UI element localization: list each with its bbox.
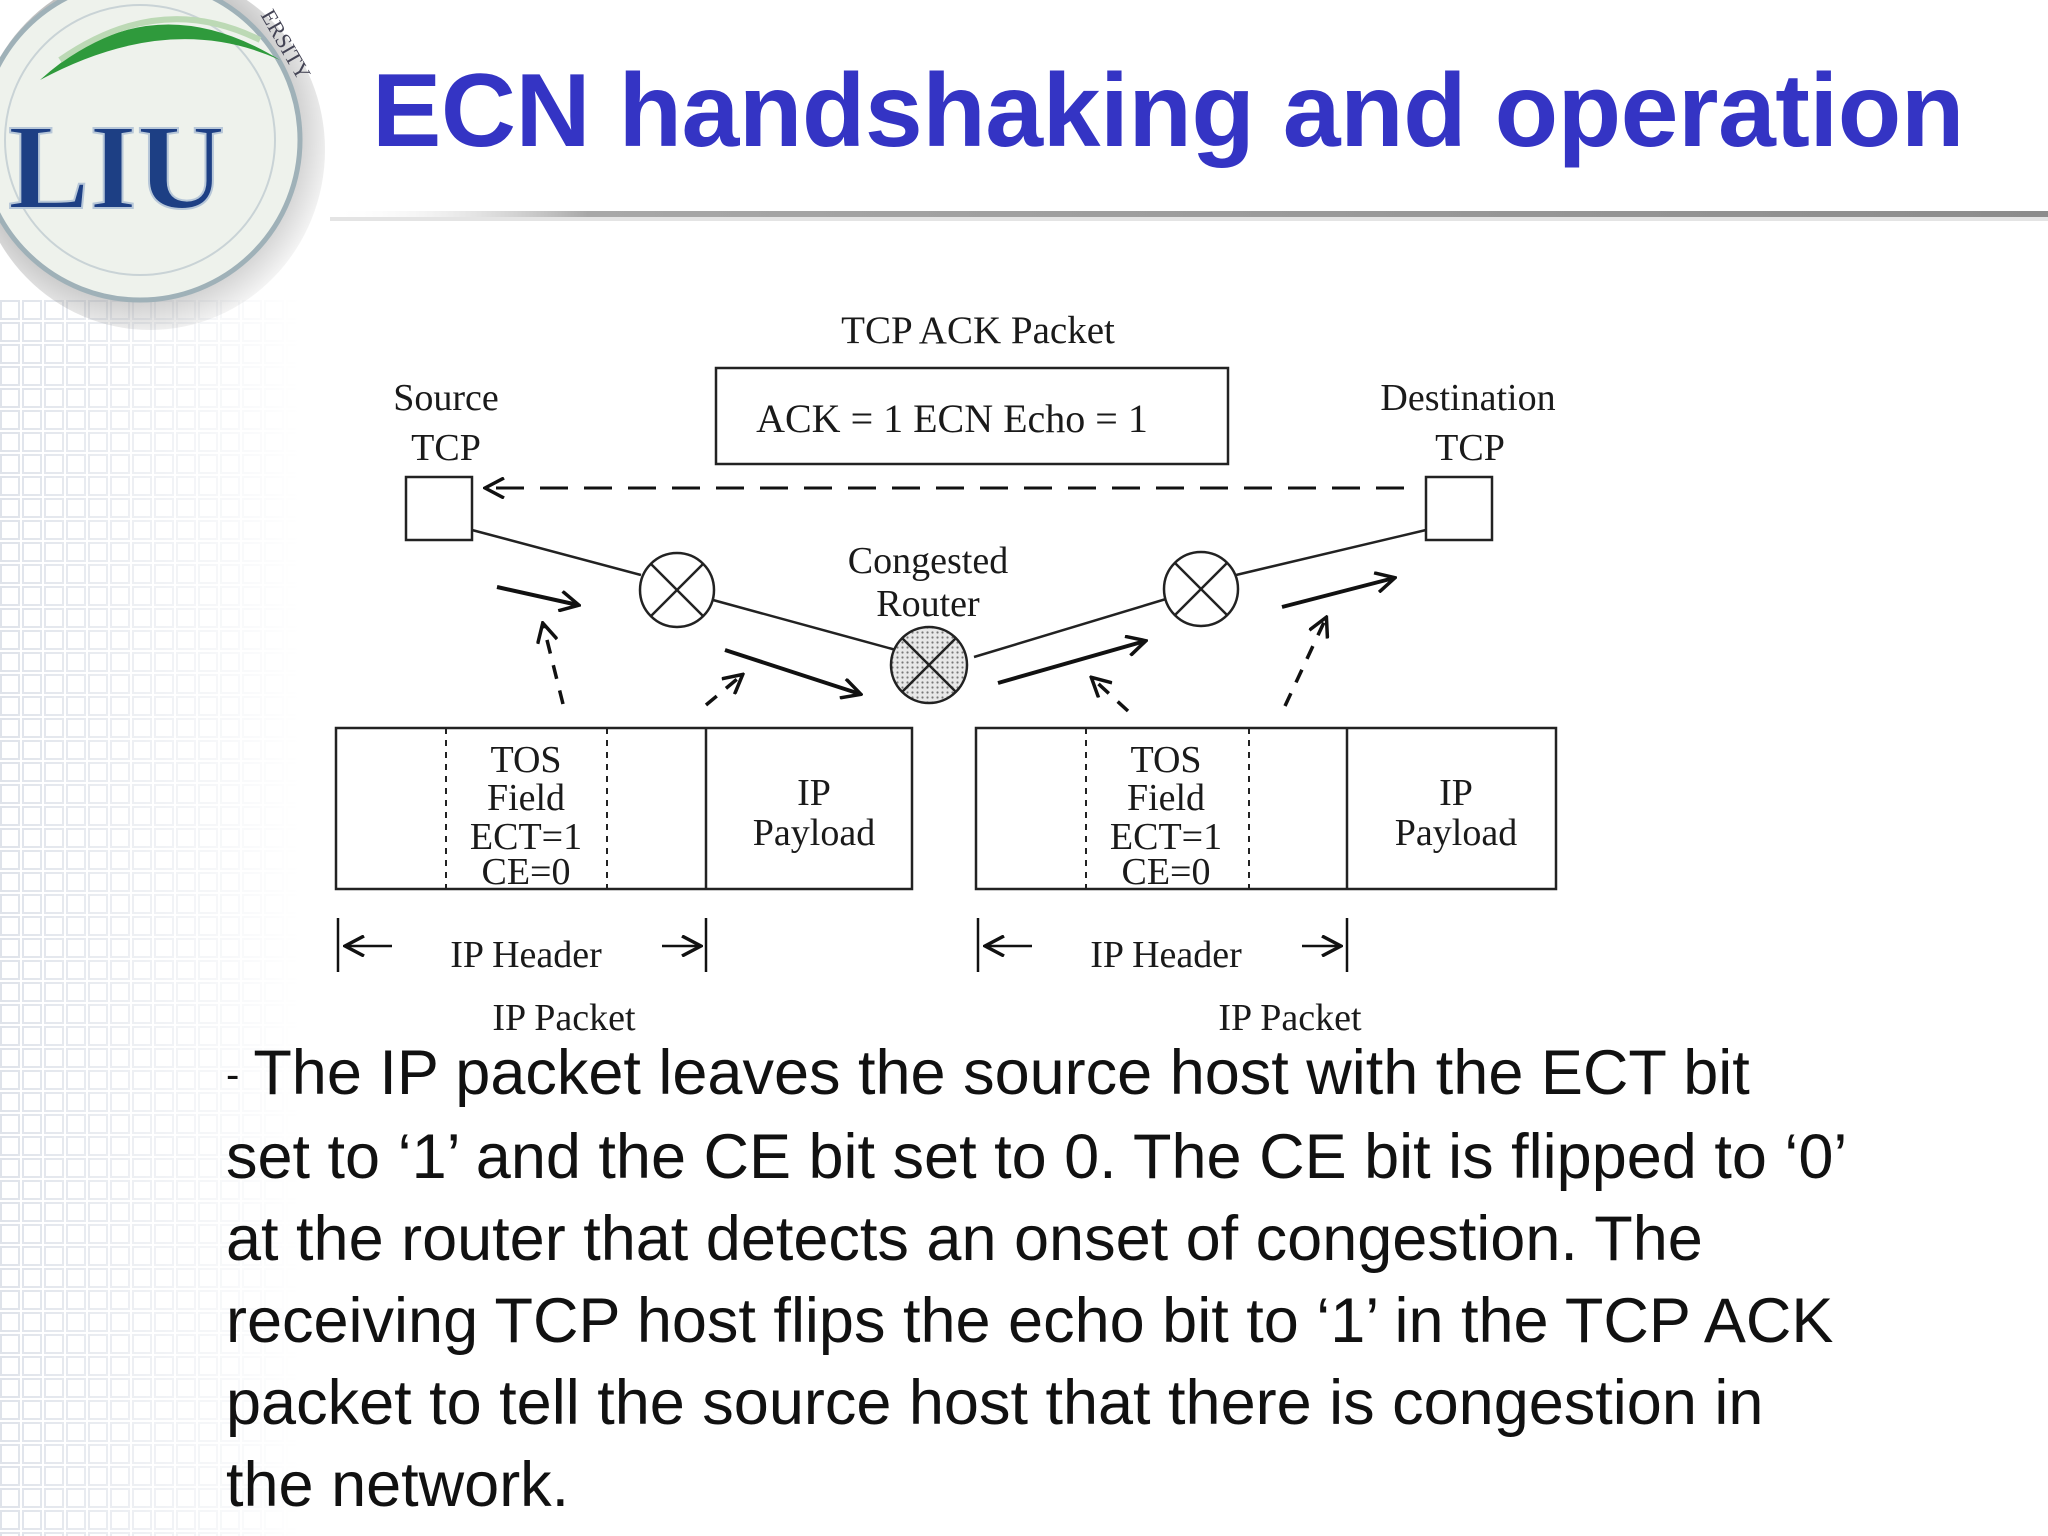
left-ip-packet-label: IP Packet	[492, 997, 636, 1039]
source-label-line2: TCP	[411, 427, 481, 469]
source-label-line1: Source	[393, 377, 499, 419]
title-underline	[330, 211, 2048, 221]
grid-background	[0, 300, 300, 1536]
right-tos-line3: ECT=1	[1110, 816, 1222, 858]
flow-arrows	[496, 578, 1394, 694]
right-ip-packet	[974, 726, 1558, 891]
ack-packet-title: TCP ACK Packet	[841, 309, 1115, 352]
ack-packet-box	[714, 366, 1230, 466]
body-paragraph: The IP packet leaves the source host wit…	[226, 1038, 1846, 1520]
ack-packet-content: ACK = 1 ECN Echo = 1	[756, 396, 1148, 441]
left-payload-line1: IP	[797, 772, 831, 814]
left-tos-line4: CE=0	[482, 851, 571, 893]
router-label-line1: Congested	[848, 540, 1008, 582]
network-links	[471, 528, 1427, 659]
right-ip-packet-label: IP Packet	[1218, 997, 1362, 1039]
destination-host-box	[1424, 475, 1494, 542]
right-tos-line4: CE=0	[1122, 851, 1211, 893]
dest-label-line2: TCP	[1435, 427, 1505, 469]
ecn-diagram: TCP ACK Packet ACK = 1 ECN Echo = 1 Sour…	[334, 309, 1558, 1039]
dest-label-line1: Destination	[1380, 377, 1555, 419]
left-ip-header-label: IP Header	[450, 934, 602, 976]
right-payload-line2: Payload	[1395, 812, 1517, 854]
tos-dashed-arrows	[543, 618, 1326, 713]
left-ip-packet	[334, 726, 914, 891]
left-tos-line2: Field	[487, 777, 565, 819]
university-seal-logo: LIU ERSITY	[0, 0, 325, 330]
router-3-icon	[1162, 550, 1240, 628]
router-label-line2: Router	[876, 583, 980, 625]
right-tos-line2: Field	[1127, 777, 1205, 819]
right-payload-line1: IP	[1439, 772, 1473, 814]
slide-title: ECN handshaking and operation	[372, 53, 1964, 169]
body-dash: -	[226, 1053, 240, 1097]
left-tos-line1: TOS	[490, 739, 561, 781]
slide-body-text: -The IP packet leaves the source host wi…	[226, 1032, 1846, 1526]
left-payload-line2: Payload	[753, 812, 875, 854]
router-1-icon	[638, 551, 716, 629]
left-tos-line3: ECT=1	[470, 816, 582, 858]
right-tos-line1: TOS	[1130, 739, 1201, 781]
left-header-span	[336, 918, 708, 972]
source-host-box	[404, 475, 474, 542]
congested-router-icon	[889, 625, 969, 705]
right-header-span	[976, 918, 1349, 972]
logo-text: LIU	[8, 100, 225, 235]
right-ip-header-label: IP Header	[1090, 934, 1242, 976]
